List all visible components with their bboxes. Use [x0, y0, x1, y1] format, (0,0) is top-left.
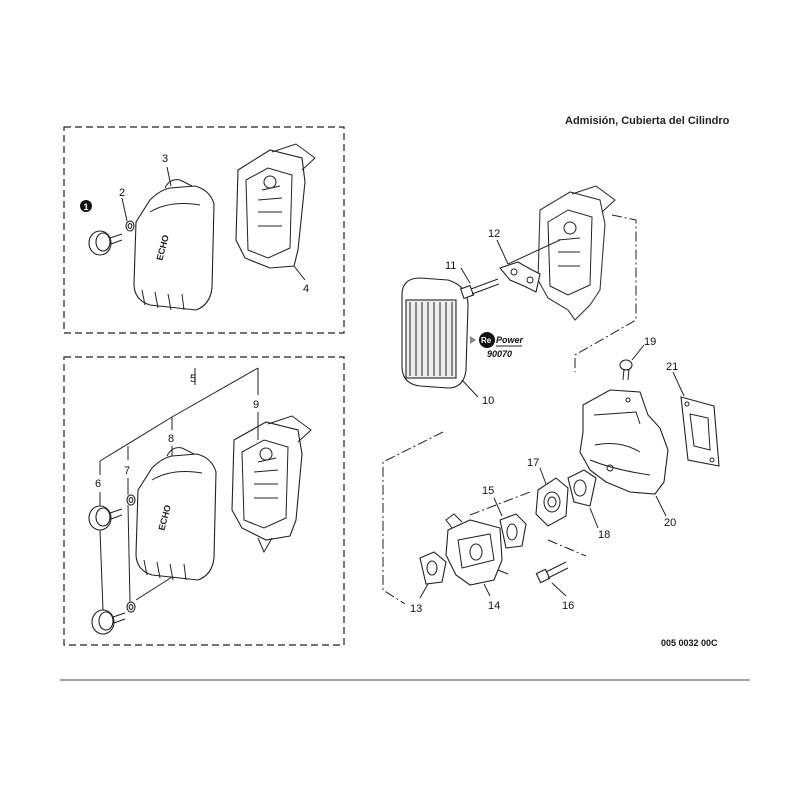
leader-21	[672, 371, 685, 397]
callout-19: 19	[644, 336, 656, 348]
section-title: Admisión, Cubierta del Cilindro	[565, 115, 730, 127]
callout-10: 10	[482, 395, 494, 407]
leader-3	[166, 166, 172, 187]
carburetor-part-14	[445, 513, 509, 586]
callout-3: 3	[162, 153, 168, 165]
callout-21: 21	[666, 361, 678, 373]
bolt-part-16	[535, 561, 569, 584]
leader-19	[631, 344, 645, 361]
callout-8: 8	[168, 433, 174, 445]
kit-box-top	[63, 126, 345, 334]
air-cleaner-cover-part-3: ECHO	[133, 179, 215, 311]
carburetor-insulator-part-17	[535, 477, 569, 527]
screw-part-19	[619, 359, 633, 381]
gasket-part-18	[567, 469, 597, 507]
leader-10	[461, 379, 479, 398]
leader-4	[293, 265, 306, 281]
callout-17: 17	[527, 457, 539, 469]
callout-16: 16	[562, 600, 574, 612]
leader-12-b	[507, 239, 561, 265]
leader-15	[493, 497, 503, 517]
gasket-part-21	[680, 396, 720, 467]
leader-17	[539, 467, 547, 485]
leader-12	[496, 239, 509, 265]
washer-part-2	[125, 220, 135, 232]
callout-20: 20	[664, 517, 676, 529]
leader-16	[551, 582, 567, 597]
bolt-part-11	[459, 278, 500, 300]
repower-power: Power	[496, 335, 524, 345]
callout-1: 1	[83, 202, 88, 212]
repower-code: 90070	[487, 349, 512, 359]
callout-14: 14	[488, 600, 500, 612]
leader-14	[483, 583, 491, 597]
leader-2	[121, 197, 128, 222]
callout-4: 4	[303, 283, 309, 295]
repower-re: Re	[481, 336, 492, 345]
leader-18	[589, 507, 599, 529]
callout-7: 7	[124, 465, 130, 477]
callout-12: 12	[488, 228, 500, 240]
air-cleaner-base-part-4	[235, 143, 316, 269]
gasket-part-15	[499, 513, 527, 549]
repower-badge	[470, 332, 495, 348]
knob-part-6-upper	[88, 505, 123, 531]
plate-part-12	[499, 261, 541, 293]
kit-box-bottom	[63, 356, 345, 646]
gasket-part-13	[419, 551, 447, 585]
leader-tree-5-8	[99, 367, 259, 611]
air-cleaner-cover-part-8: ECHO	[135, 447, 217, 581]
air-filter-element-part-10	[401, 277, 469, 389]
callout-5: 5	[190, 373, 196, 385]
callout-11: 11	[445, 260, 456, 272]
callout-15: 15	[482, 485, 494, 497]
leader-13	[419, 583, 429, 599]
leader-11	[460, 267, 471, 284]
knob-part-6-lower	[91, 609, 126, 635]
washer-part-7	[126, 494, 136, 613]
knob-part-1	[88, 230, 123, 256]
alignment-line-carb	[469, 491, 531, 516]
cylinder-cover-part-20	[579, 389, 669, 495]
callout-9: 9	[253, 399, 259, 411]
callout-6: 6	[95, 478, 101, 490]
callout-2: 2	[119, 187, 125, 199]
leader-20	[655, 495, 667, 517]
callout-18: 18	[598, 529, 610, 541]
alignment-line-mid	[547, 539, 587, 557]
insulator-ghost	[537, 185, 616, 321]
callout-badge-1	[80, 200, 92, 212]
figure-code: 005 0032 00C	[661, 638, 718, 648]
callout-13: 13	[410, 603, 422, 615]
alignment-line-left	[382, 431, 444, 605]
air-cleaner-base-part-9	[231, 415, 312, 554]
ghost-dashed-link	[574, 214, 637, 372]
